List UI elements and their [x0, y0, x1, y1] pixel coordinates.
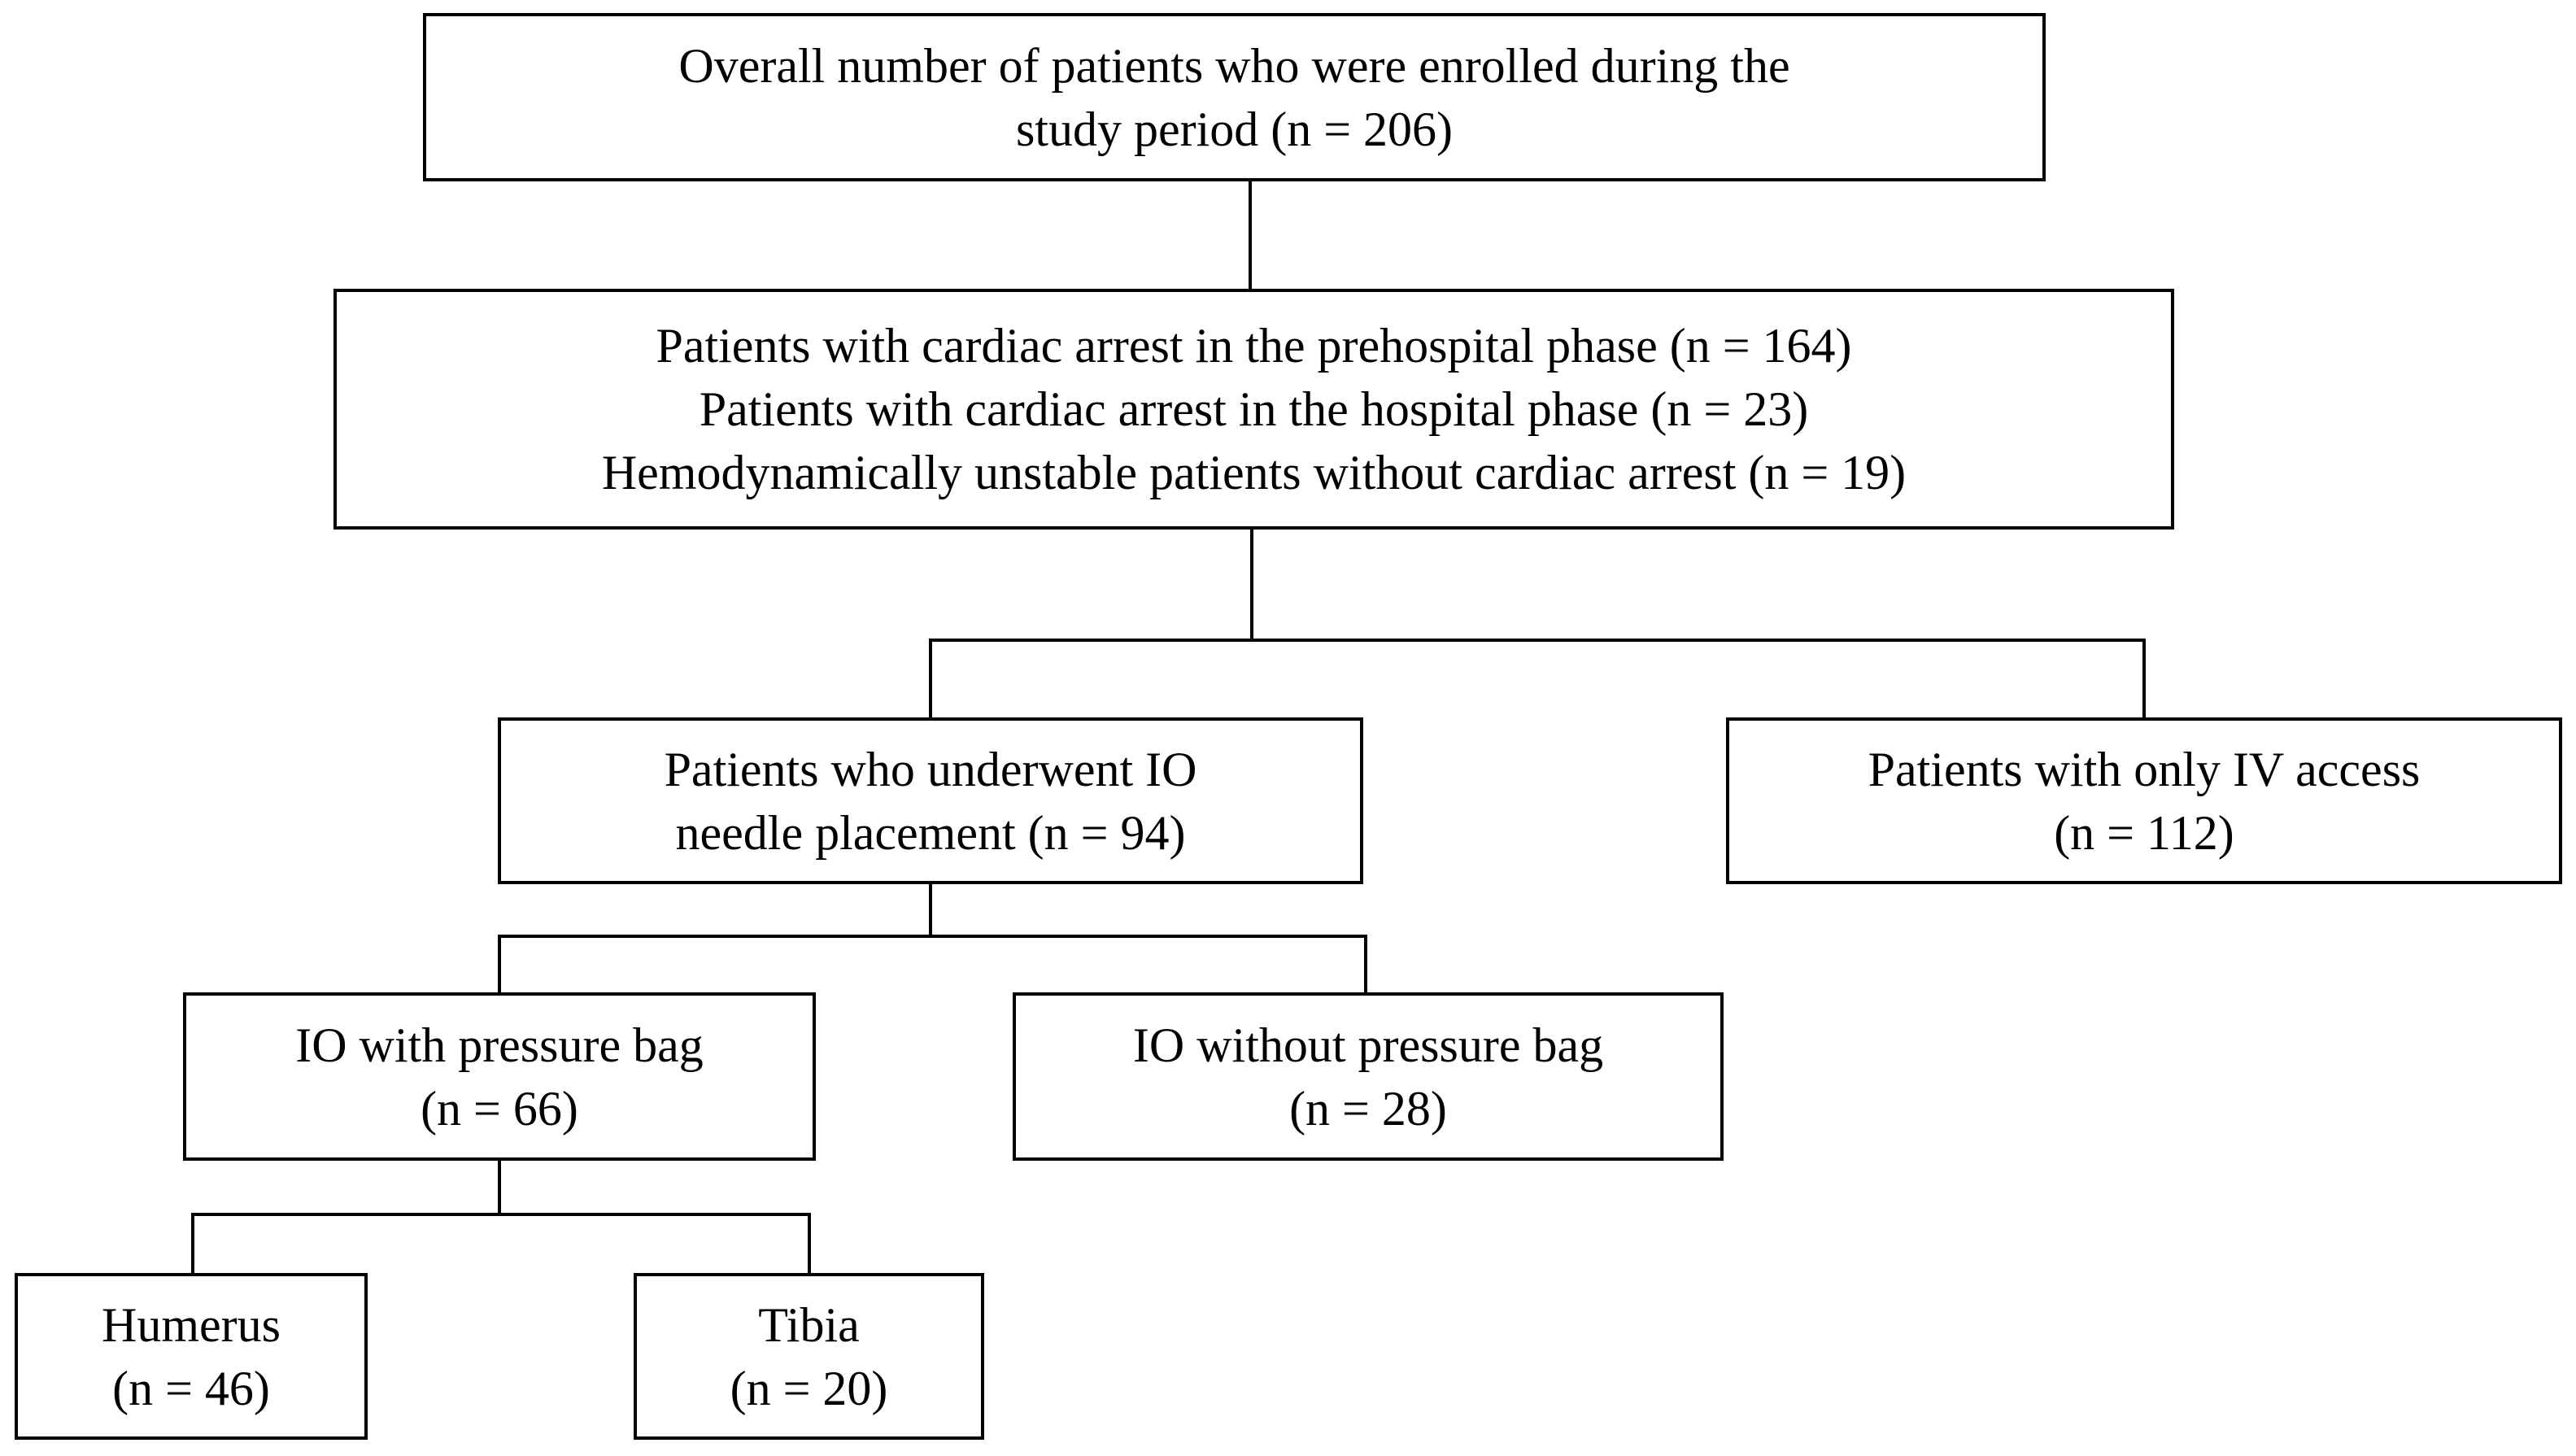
node-io-without-pressure-bag: IO without pressure bag (n = 28) — [1013, 992, 1724, 1161]
connector-split-level4 — [498, 935, 1367, 938]
connector-pressure-bag-stem — [498, 1159, 501, 1216]
node-iv-only-access: Patients with only IV access (n = 112) — [1726, 717, 2562, 884]
connector-split-level5 — [191, 1213, 811, 1216]
node-tibia: Tibia (n = 20) — [634, 1273, 984, 1440]
connector-to-io-needle — [929, 639, 932, 719]
connector-to-humerus — [191, 1213, 194, 1273]
connector-split-level3 — [929, 639, 2146, 642]
connector-to-tibia — [808, 1213, 811, 1273]
node-enrolled-total: Overall number of patients who were enro… — [423, 13, 2046, 181]
node-arrest-categories: Patients with cardiac arrest in the preh… — [333, 289, 2174, 530]
node-io-with-pressure-bag: IO with pressure bag (n = 66) — [183, 992, 816, 1161]
node-io-needle-placement: Patients who underwent IO needle placeme… — [498, 717, 1363, 884]
connector-to-io-without-bag — [1364, 935, 1367, 992]
connector-to-iv-only — [2142, 639, 2146, 719]
node-humerus: Humerus (n = 46) — [15, 1273, 368, 1440]
connector-enrolled-to-categories — [1249, 180, 1252, 290]
connector-io-needle-stem — [929, 883, 932, 938]
connector-categories-stem — [1250, 528, 1253, 642]
connector-to-io-with-bag — [498, 935, 501, 992]
